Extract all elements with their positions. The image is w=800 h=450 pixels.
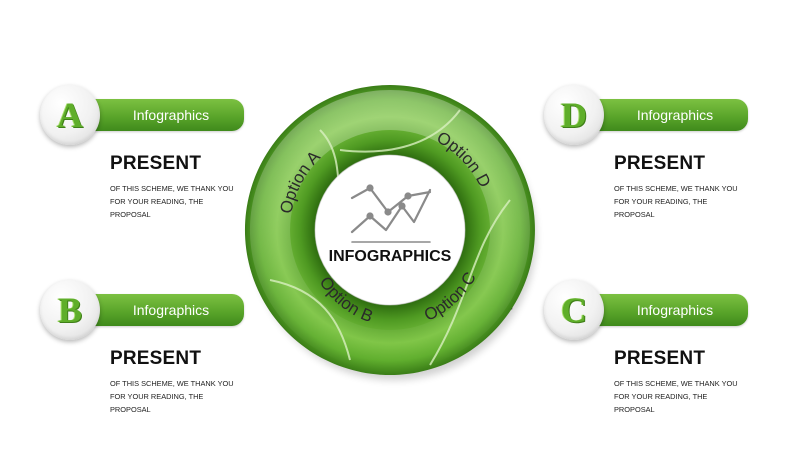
card-a-line-3: PROPOSAL [110, 210, 151, 219]
card-d-title: PRESENT [614, 153, 706, 174]
label-bar-a: Infographics [78, 99, 244, 131]
card-b-line-3: PROPOSAL [110, 405, 151, 414]
line-chart-icon [350, 184, 432, 243]
option-ring: INFOGRAPHICS Option A Option D Option B … [244, 85, 536, 380]
card-a: Infographics A PRESENT OF THIS SCHEME, W… [38, 85, 288, 225]
label-bar-b: Infographics [78, 294, 244, 326]
card-a-description: OF THIS SCHEME, WE THANK YOU FOR YOUR RE… [110, 182, 240, 221]
label-bar-a-text: Infographics [132, 107, 210, 123]
card-a-title: PRESENT [110, 153, 202, 174]
label-bar-b-text: Infographics [132, 302, 210, 318]
letter-badge-b-text: B [57, 290, 82, 330]
card-d: Infographics D PRESENT OF THIS SCHEME, W… [542, 85, 792, 225]
card-c-title: PRESENT [614, 348, 706, 369]
ring-separator-ad [339, 109, 461, 153]
ring-center-title: INFOGRAPHICS [329, 248, 452, 265]
letter-badge-c: C [544, 280, 604, 340]
ring-separator-cd [429, 199, 511, 366]
label-bar-d-text: Infographics [636, 107, 714, 123]
card-b: Infographics B PRESENT OF THIS SCHEME, W… [38, 280, 288, 420]
card-c: Infographics C PRESENT OF THIS SCHEME, W… [542, 280, 792, 420]
card-d-line-3: PROPOSAL [614, 210, 655, 219]
card-d-description: OF THIS SCHEME, WE THANK YOU FOR YOUR RE… [614, 182, 744, 221]
card-a-line-2: FOR YOUR READING, THE [110, 197, 204, 206]
card-d-line-2: FOR YOUR READING, THE [614, 197, 708, 206]
letter-badge-c-text: C [561, 290, 587, 330]
card-b-line-1: OF THIS SCHEME, WE THANK YOU [110, 379, 234, 388]
card-d-line-1: OF THIS SCHEME, WE THANK YOU [614, 184, 738, 193]
card-b-title: PRESENT [110, 348, 202, 369]
ring-center-edge [314, 154, 466, 306]
label-bar-c-text: Infographics [636, 302, 714, 318]
card-c-description: OF THIS SCHEME, WE THANK YOU FOR YOUR RE… [614, 377, 744, 416]
card-b-line-2: FOR YOUR READING, THE [110, 392, 204, 401]
card-c-line-3: PROPOSAL [614, 405, 655, 414]
letter-badge-d-text: D [561, 95, 587, 135]
label-bar-d: Infographics [582, 99, 748, 131]
card-b-description: OF THIS SCHEME, WE THANK YOU FOR YOUR RE… [110, 377, 240, 416]
letter-badge-b: B [40, 280, 100, 340]
card-c-line-2: FOR YOUR READING, THE [614, 392, 708, 401]
letter-badge-d: D [544, 85, 604, 145]
letter-badge-a: A [40, 85, 100, 145]
label-bar-c: Infographics [582, 294, 748, 326]
card-c-line-1: OF THIS SCHEME, WE THANK YOU [614, 379, 738, 388]
ring-separator-bc [269, 279, 351, 361]
card-a-line-1: OF THIS SCHEME, WE THANK YOU [110, 184, 234, 193]
letter-badge-a-text: A [57, 95, 83, 135]
